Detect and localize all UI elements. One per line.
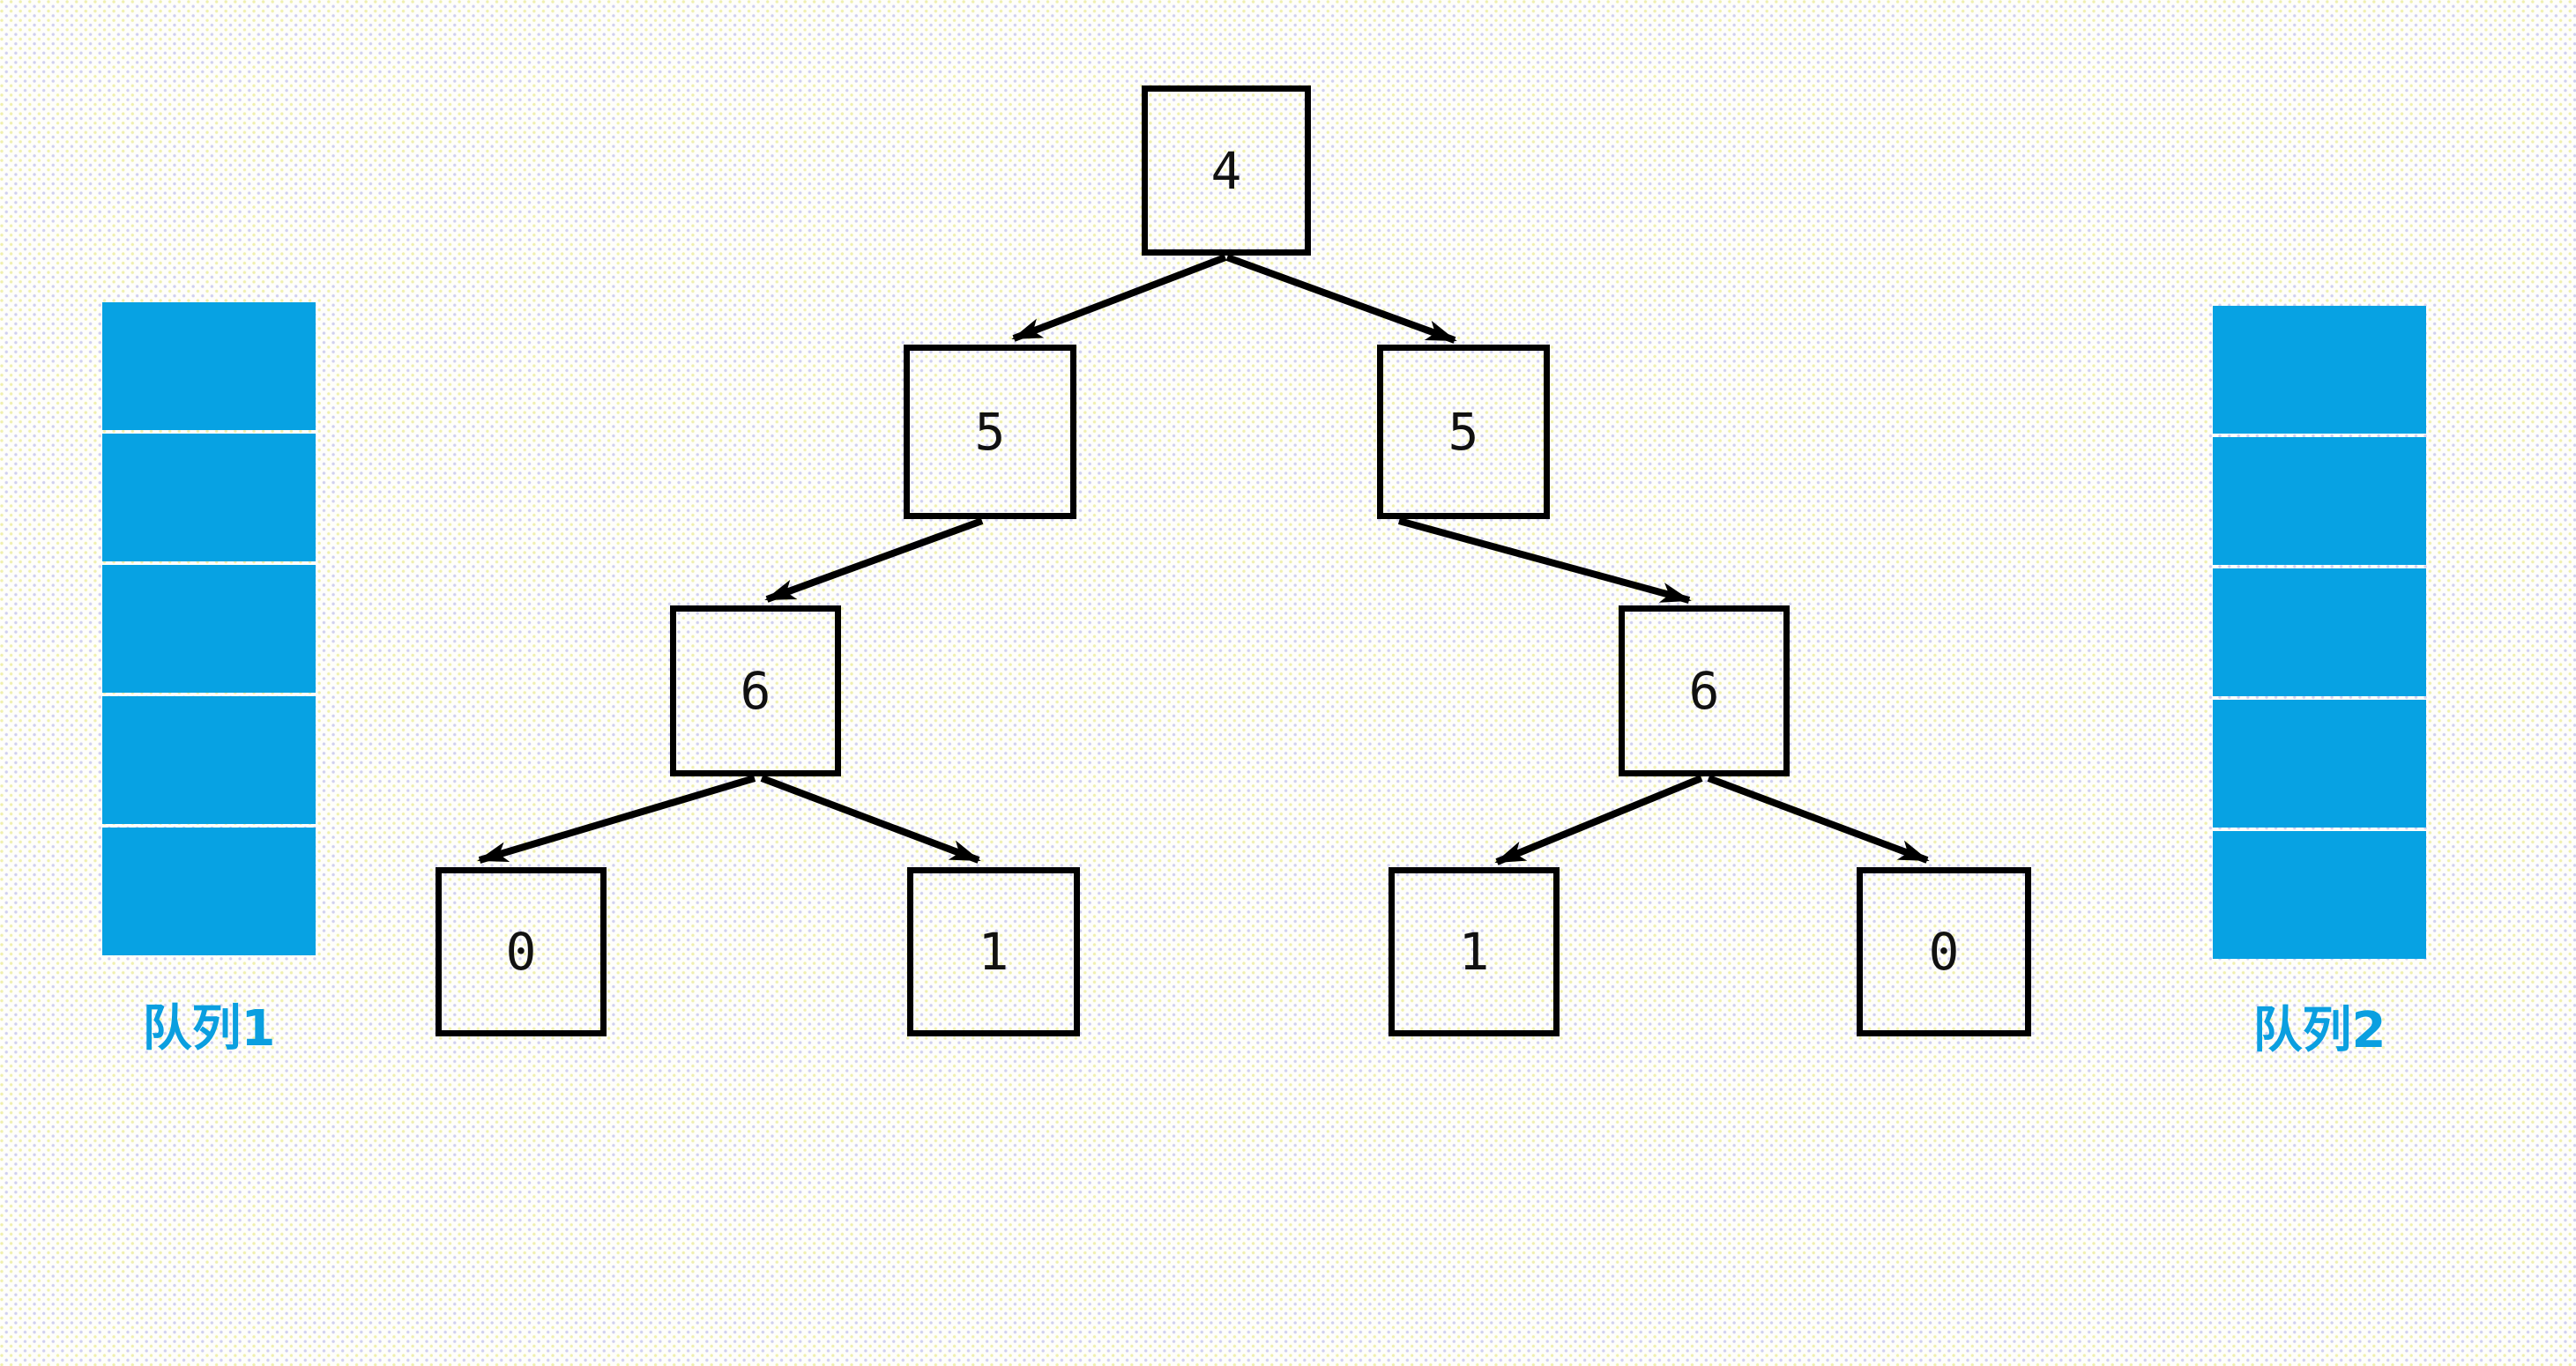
tree-node-leaf0-right: 0 (1857, 867, 2031, 1036)
tree-node-left6: 6 (670, 605, 841, 776)
tree-node-value: 0 (1928, 922, 1960, 982)
queue-1-label: 队列1 (142, 1000, 276, 1058)
edge-right6-to-leaf0 (1707, 775, 1930, 864)
edge-root-to-right5 (1225, 254, 1457, 344)
edge-left5-to-left6 (764, 517, 984, 603)
queue-1-cell (102, 434, 316, 561)
tree-node-root: 4 (1142, 85, 1311, 256)
queue-2-cell (2213, 437, 2426, 565)
tree-node-value: 5 (1448, 402, 1479, 462)
queue-2-cell (2213, 306, 2426, 434)
edge-left6-to-leaf0 (477, 775, 756, 864)
tree-node-value: 0 (505, 922, 537, 982)
tree-node-leaf0-left: 0 (436, 867, 607, 1036)
tree-node-left5: 5 (904, 345, 1076, 519)
tree-node-value: 1 (1458, 922, 1490, 982)
queue-1 (102, 302, 316, 955)
tree-node-right5: 5 (1377, 345, 1550, 519)
queue-1-cell (102, 565, 316, 693)
tree-node-leaf1-right: 1 (1389, 867, 1560, 1036)
queue-1-cell (102, 828, 316, 955)
queue-2 (2213, 306, 2426, 959)
queue-2-cell (2213, 831, 2426, 959)
tree-node-value: 6 (740, 661, 771, 721)
tree-node-value: 5 (974, 402, 1006, 462)
queue-2-label: 队列2 (2252, 1002, 2386, 1059)
tree-node-right6: 6 (1619, 605, 1790, 776)
tree-node-value: 4 (1210, 140, 1242, 201)
edge-right6-to-leaf1 (1494, 775, 1703, 865)
tree-node-leaf1-left: 1 (907, 867, 1080, 1036)
edge-left6-to-leaf1 (760, 775, 981, 864)
queue-1-cell (102, 696, 316, 824)
edge-right5-to-right6 (1397, 517, 1692, 604)
queue-2-cell (2213, 700, 2426, 828)
edge-root-to-left5 (1011, 254, 1227, 342)
tree-node-value: 1 (978, 922, 1009, 982)
queue-1-cell (102, 302, 316, 430)
tree-node-value: 6 (1688, 661, 1720, 721)
queue-2-cell (2213, 568, 2426, 696)
